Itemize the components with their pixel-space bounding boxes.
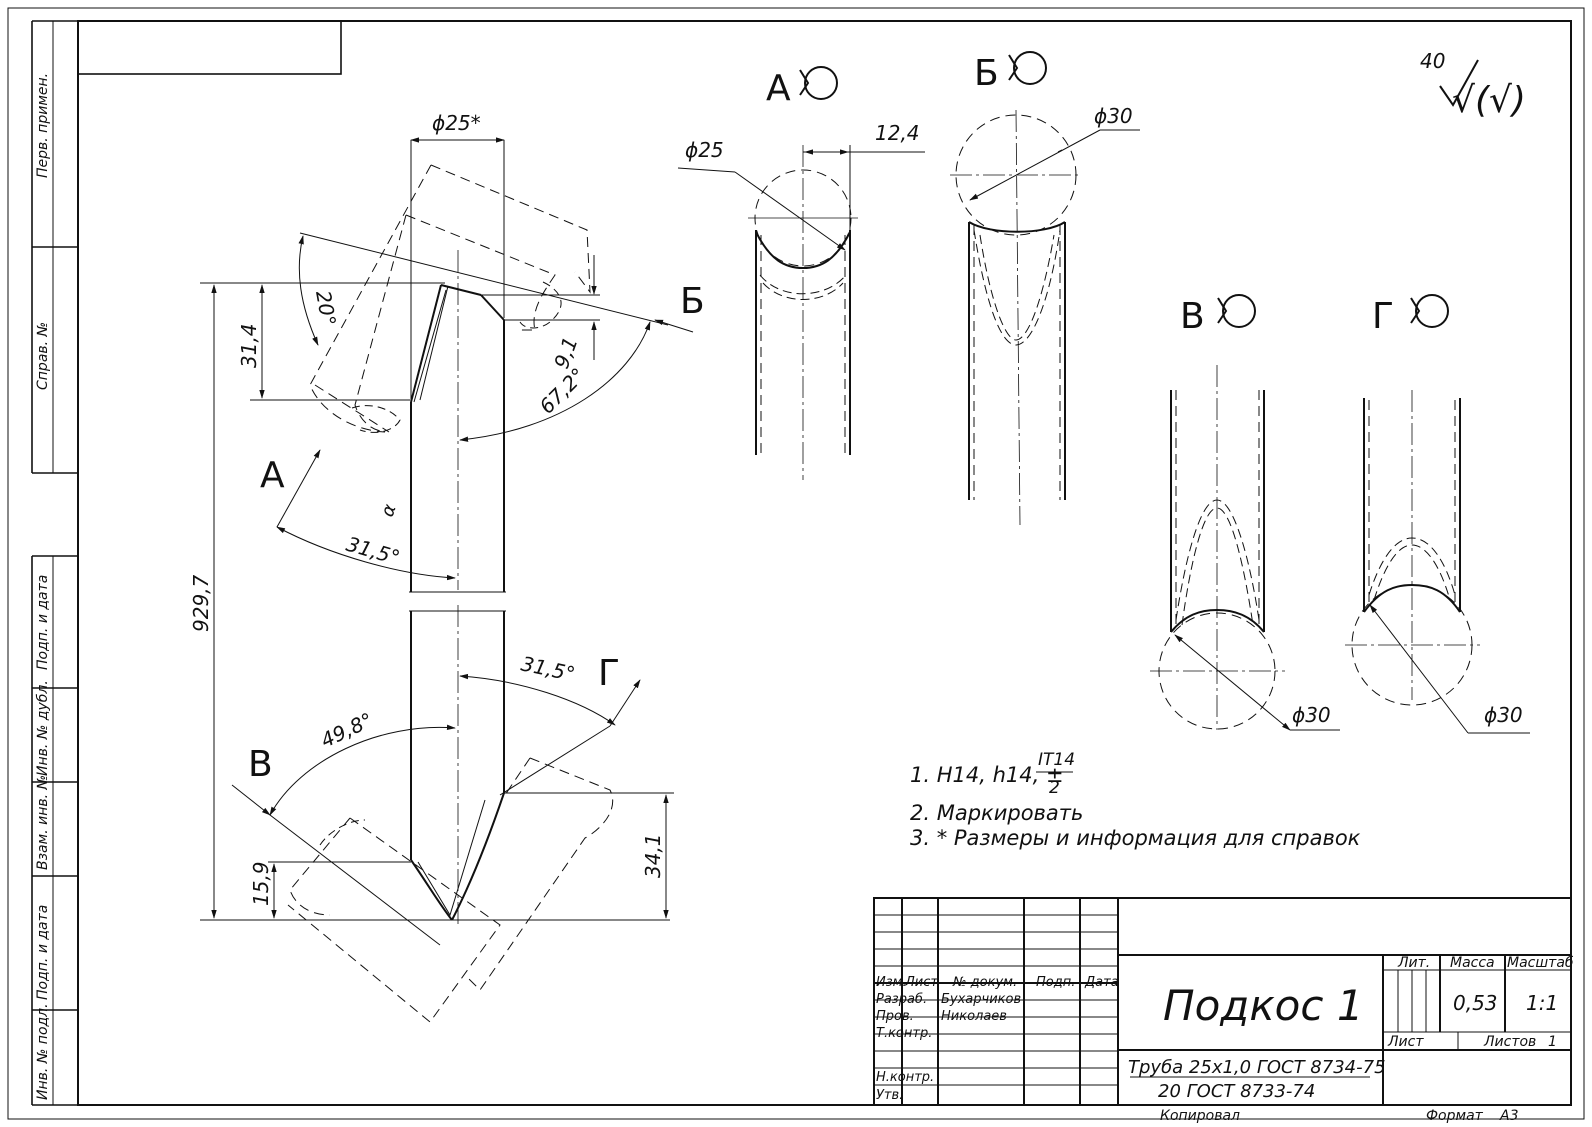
stamp-podp-data-2: Подп. и дата bbox=[35, 905, 51, 1000]
note-2: 2. Маркировать bbox=[910, 801, 1083, 825]
dim-31-5-bottom: 31,5° bbox=[519, 651, 577, 686]
tb-col-list: Лист bbox=[904, 975, 938, 990]
dim-15-9: 15,9 bbox=[249, 861, 273, 906]
title-block-texts: Изм. Лист № докум. Подп. Дата Разраб. Пр… bbox=[876, 955, 1574, 1124]
view-a bbox=[677, 66, 925, 480]
tb-format: Формат bbox=[1426, 1108, 1484, 1124]
view-b-label: Б bbox=[974, 53, 999, 94]
view-v-texts: В ϕ30 bbox=[1180, 296, 1331, 727]
stamp-perv-primen: Перв. примен. bbox=[35, 73, 51, 178]
main-part-upper bbox=[309, 164, 591, 593]
view-g bbox=[1345, 294, 1530, 734]
view-arrow-labels: А Б В Г bbox=[248, 281, 705, 785]
stamp-podp-data-1: Подп. и дата bbox=[35, 575, 51, 670]
arrow-label-v: В bbox=[248, 744, 273, 785]
roughness-paren-symbol: √(√) bbox=[1452, 80, 1526, 121]
tb-row-razrab: Разраб. bbox=[876, 992, 927, 1007]
stamp-vzam-inv: Взам. инв. № bbox=[35, 775, 51, 870]
roughness-value: 40 bbox=[1420, 49, 1445, 73]
view-a-label: А bbox=[766, 68, 791, 109]
dim-34-1: 34,1 bbox=[641, 833, 665, 878]
dim-49-8: 49,8° bbox=[317, 708, 377, 753]
note-1-denominator: 2 bbox=[1049, 778, 1060, 798]
tb-razrab-name: Бухарчиков bbox=[941, 992, 1021, 1007]
tb-lit: Лит. bbox=[1397, 955, 1430, 971]
view-b-dim-diam: ϕ30 bbox=[1094, 104, 1133, 128]
stamp-inv-podl: Инв. № подл. bbox=[35, 1003, 51, 1100]
tb-format-value: А3 bbox=[1499, 1108, 1518, 1124]
dim-929-7: 929,7 bbox=[189, 574, 213, 632]
main-dimension-lines bbox=[200, 137, 694, 946]
tb-col-izm: Изм. bbox=[876, 975, 907, 990]
arrow-label-b: Б bbox=[680, 281, 705, 322]
tb-prov-name: Николаев bbox=[941, 1009, 1007, 1024]
dim-d25: ϕ25* bbox=[432, 111, 481, 135]
view-v-label: В bbox=[1180, 296, 1205, 337]
tb-col-data: Дата bbox=[1084, 975, 1119, 990]
view-g-texts: Г ϕ30 bbox=[1372, 296, 1523, 727]
tb-row-tkontr: Т.контр. bbox=[876, 1026, 932, 1041]
note-3: 3. * Размеры и информация для справок bbox=[910, 826, 1361, 850]
tb-title: Подкос 1 bbox=[1163, 981, 1364, 1030]
tb-material-2: 20 ГОСТ 8733-74 bbox=[1158, 1081, 1315, 1102]
tb-massa: Масса bbox=[1450, 955, 1495, 971]
dim-angle-20: 20° bbox=[311, 289, 341, 328]
tb-listov: Листов bbox=[1483, 1034, 1536, 1050]
view-b bbox=[950, 51, 1140, 526]
arrow-label-g: Г bbox=[598, 653, 620, 694]
main-dimension-texts: ϕ25* 20° 31,4 9,1 67,2° 31,5° 929,7 31,5… bbox=[189, 111, 665, 906]
view-a-dim-diam: ϕ25 bbox=[685, 138, 724, 162]
view-a-dim-offset: 12,4 bbox=[875, 121, 920, 145]
dim-31-4: 31,4 bbox=[237, 323, 261, 368]
note-1: 1. H14, h14, ± bbox=[910, 763, 1064, 787]
note-1-numerator: IT14 bbox=[1038, 750, 1075, 770]
dim-9-1: 9,1 bbox=[549, 334, 582, 372]
tb-row-utv: Утв. bbox=[876, 1088, 903, 1103]
technical-notes: 1. H14, h14, ± IT14 2 2. Маркировать 3. … bbox=[910, 750, 1361, 850]
view-v bbox=[1150, 294, 1340, 731]
title-block-grid bbox=[873, 897, 1572, 1106]
tb-row-prov: Пров. bbox=[876, 1009, 914, 1024]
view-b-texts: Б ϕ30 bbox=[974, 53, 1133, 128]
tb-row-nkontr: Н.контр. bbox=[876, 1070, 934, 1085]
tb-masshtab: Масштаб bbox=[1507, 955, 1574, 971]
dim-67-2: 67,2° bbox=[535, 363, 591, 419]
tb-masshtab-value: 1:1 bbox=[1526, 991, 1558, 1015]
view-a-texts: А ϕ25 12,4 bbox=[685, 68, 920, 162]
tb-listov-value: 1 bbox=[1548, 1034, 1557, 1050]
dim-alpha: α bbox=[377, 501, 401, 519]
arrow-label-a: А bbox=[260, 455, 285, 496]
side-stamp-labels: Перв. примен. Справ. № Подп. и дата Инв.… bbox=[35, 73, 51, 1100]
roughness-symbol: 40 √(√) bbox=[1420, 49, 1526, 121]
stamp-sprav-no: Справ. № bbox=[35, 322, 51, 390]
tb-col-dokum: № докум. bbox=[952, 975, 1017, 990]
view-g-dim-diam: ϕ30 bbox=[1484, 703, 1523, 727]
tb-col-podp: Подп. bbox=[1036, 975, 1075, 990]
tb-material-1: Труба 25х1,0 ГОСТ 8734-75 bbox=[1128, 1057, 1386, 1078]
view-g-label: Г bbox=[1372, 296, 1394, 337]
tb-kopiroval: Копировал bbox=[1160, 1108, 1240, 1124]
tb-list: Лист bbox=[1387, 1034, 1424, 1050]
view-v-dim-diam: ϕ30 bbox=[1292, 703, 1331, 727]
sheet-frame bbox=[7, 7, 1585, 1120]
tb-massa-value: 0,53 bbox=[1453, 991, 1498, 1015]
stamp-inv-dubl: Инв. № дубл. bbox=[35, 680, 51, 776]
